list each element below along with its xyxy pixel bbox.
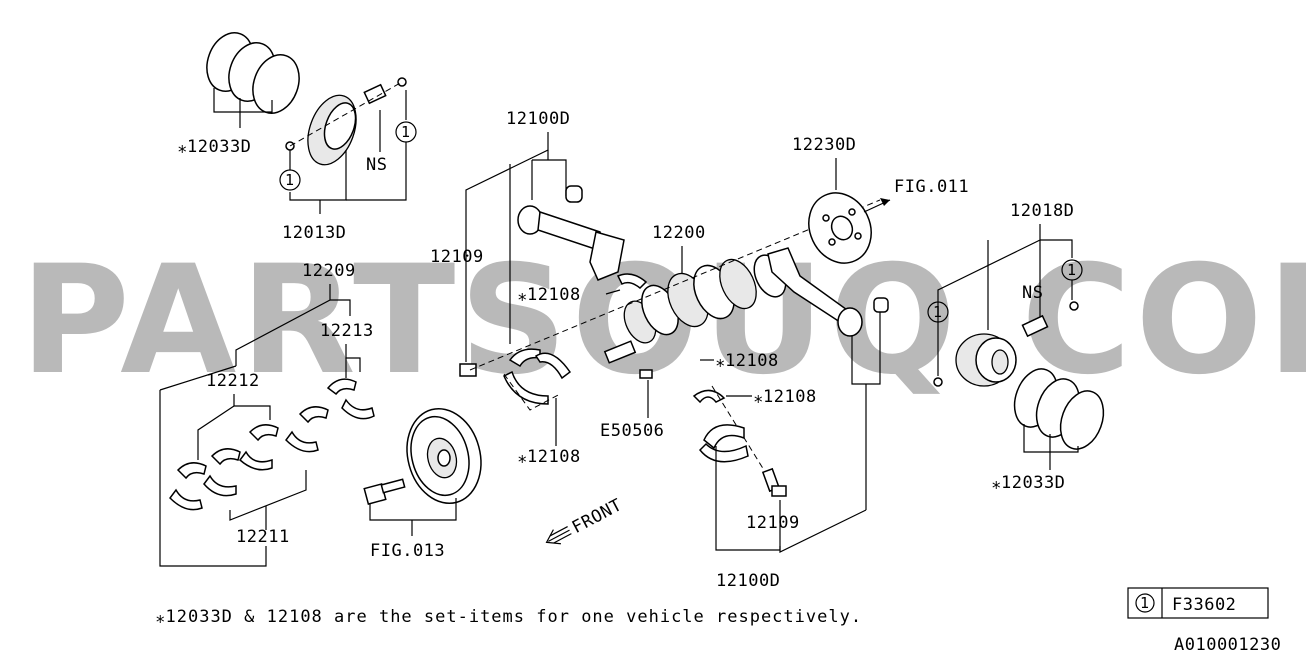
legend-code[interactable]: F33602	[1172, 595, 1236, 615]
label-conrod-top: 12100D	[506, 109, 570, 129]
bearing-top[interactable]	[616, 273, 648, 290]
label-fig011[interactable]: FIG.011	[894, 177, 969, 197]
main-bearing-set[interactable]	[169, 378, 375, 511]
clip-left-top[interactable]	[397, 77, 407, 87]
legend-box: 1 F33602	[1127, 587, 1269, 619]
label-bolt-top: 12109	[430, 247, 484, 267]
svg-text:1: 1	[933, 303, 942, 321]
piston-right[interactable]	[955, 333, 1017, 387]
crank-pulley[interactable]	[397, 400, 491, 511]
label-bearing-bottom: ⁎12108	[754, 387, 817, 407]
label-fig013[interactable]: FIG.013	[370, 541, 445, 561]
label-crank: 12200	[652, 223, 706, 243]
label-set-main: 12209	[302, 261, 356, 281]
pulley-bolt[interactable]	[363, 478, 406, 505]
piston-rings-right[interactable]	[1007, 363, 1111, 455]
conrod-cap-right[interactable]	[873, 297, 889, 313]
label-conrod-bottom: 12100D	[716, 571, 780, 591]
piston-pin-right[interactable]	[1021, 314, 1049, 338]
label-ns-left: NS	[366, 155, 387, 175]
label-key: E50506	[600, 421, 664, 441]
label-bolt-bottom: 12109	[746, 513, 800, 533]
legend-symbol: 1	[1140, 594, 1149, 612]
conrod-bolt-left[interactable]	[459, 363, 477, 377]
conrod-top[interactable]	[517, 205, 625, 281]
label-bearing-top: ⁎12108	[518, 285, 581, 305]
label-main-upper: 12213	[320, 321, 374, 341]
conrod-bolt-bottom[interactable]	[761, 467, 787, 497]
label-bearing-right: ⁎12108	[716, 351, 779, 371]
conrod-cap-top[interactable]	[565, 185, 583, 203]
label-main-mid: 12212	[206, 371, 260, 391]
label-ns-right: NS	[1022, 283, 1043, 303]
label-bearing-mid: ⁎12108	[518, 447, 581, 467]
piston-left[interactable]	[299, 89, 365, 172]
label-piston-left: 12013D	[282, 223, 346, 243]
label-flywheel: 12230D	[792, 135, 856, 155]
footnote: ⁎12033D & 12108 are the set-items for on…	[156, 607, 862, 627]
conrod-right[interactable]	[767, 247, 863, 337]
label-rings-right: ⁎12033D	[992, 473, 1065, 493]
conrod-cap-bottom[interactable]	[698, 424, 749, 463]
label-front: FRONT	[569, 495, 626, 538]
arrow-fig011	[880, 198, 890, 206]
ref-circle-1d	[927, 301, 949, 323]
clip-right-bottom[interactable]	[933, 377, 943, 387]
label-rings-left: ⁎12033D	[178, 137, 251, 157]
clip-right-top[interactable]	[1069, 301, 1079, 311]
bearing-lower-upper[interactable]	[692, 389, 726, 404]
front-arrow: FRONT	[545, 495, 626, 545]
ref-circle-1a	[395, 121, 417, 143]
label-piston-right: 12018D	[1010, 201, 1074, 221]
svg-text:1: 1	[285, 171, 294, 189]
svg-text:1: 1	[401, 123, 410, 141]
label-main-lower: 12211	[236, 527, 290, 547]
piston-pin-left[interactable]	[363, 83, 387, 105]
svg-text:1: 1	[1067, 261, 1076, 279]
bearing-mid[interactable]	[503, 348, 572, 405]
woodruff-key[interactable]	[639, 369, 653, 379]
diagram-id: A010001230	[1174, 635, 1281, 653]
piston-rings-left[interactable]	[199, 26, 307, 119]
flywheel[interactable]	[798, 183, 883, 274]
